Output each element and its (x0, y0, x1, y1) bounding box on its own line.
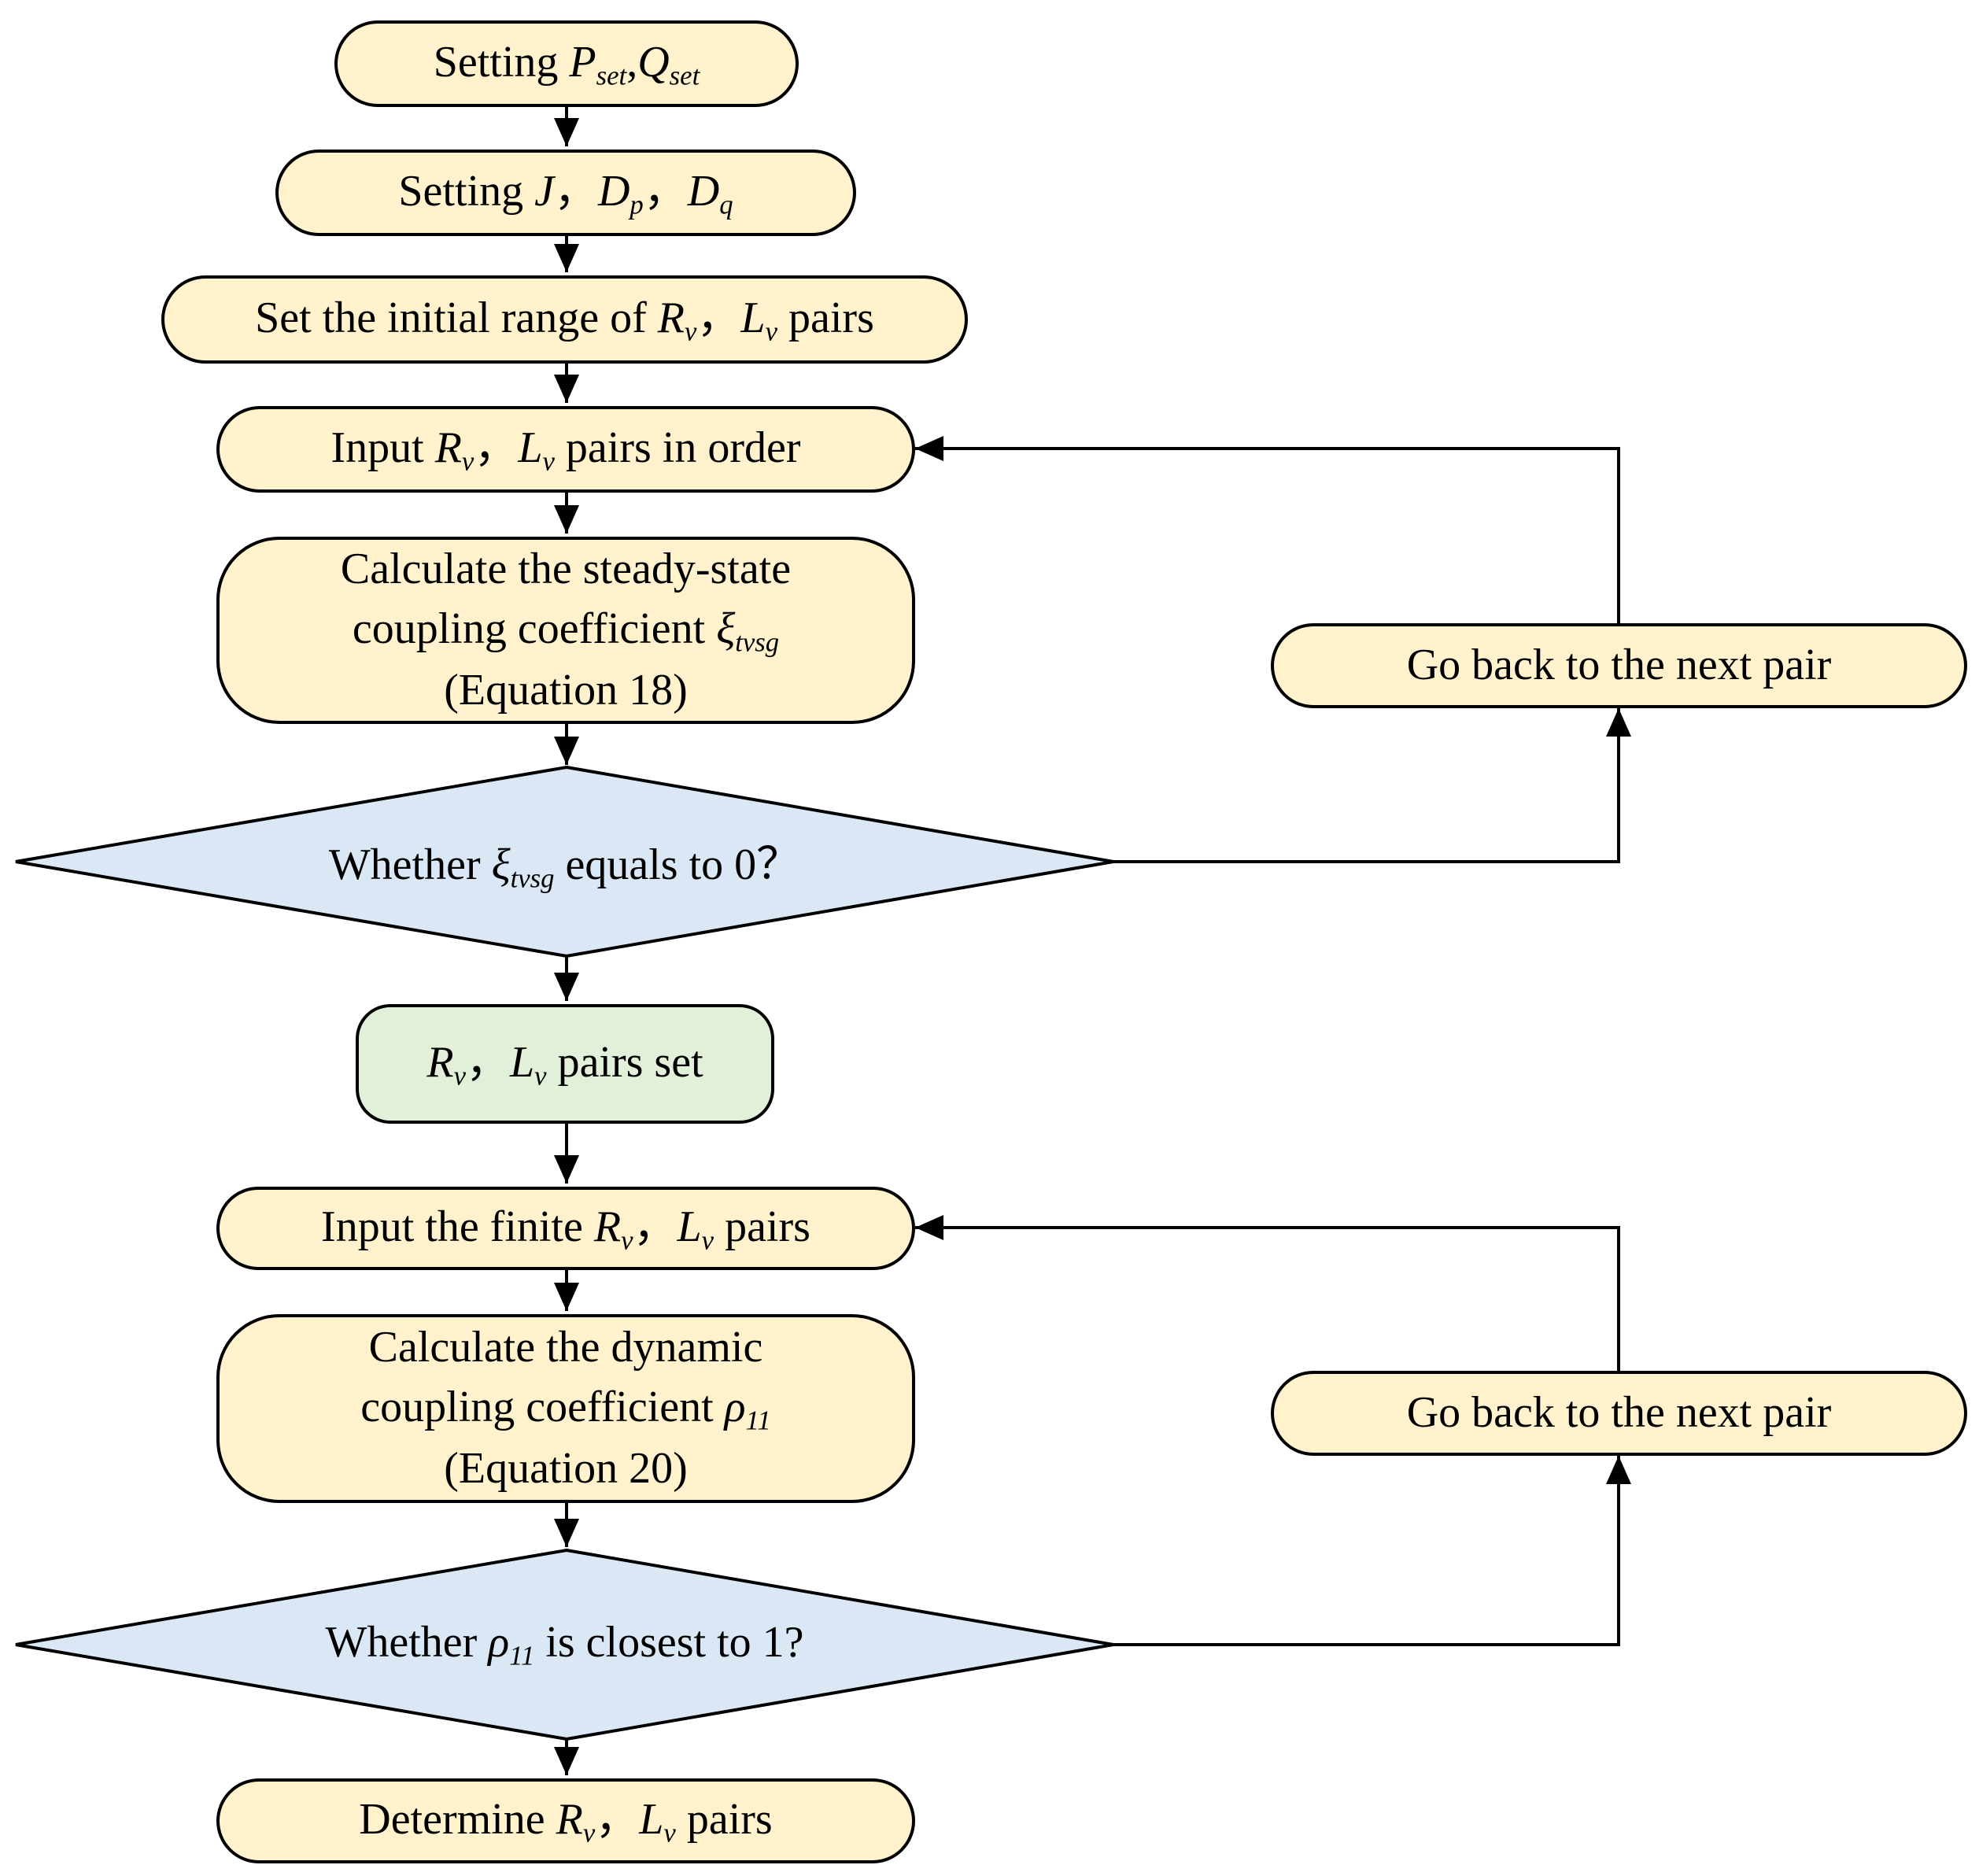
initial-range-prefix: Set the initial range of (255, 293, 658, 342)
l-symbol: L (518, 423, 543, 472)
loop-1-to-input (915, 436, 1620, 623)
calc-dynamic-line1: Calculate the dynamic (368, 1323, 763, 1372)
r-subscript: v (453, 1060, 466, 1091)
dp-subscript: p (630, 189, 644, 220)
whether-prefix: Whether (328, 840, 492, 890)
dq-symbol: D (687, 166, 720, 216)
q-symbol: Q (637, 37, 670, 87)
pairs-set-node: Rv，Lv pairs set (356, 1004, 774, 1124)
r-symbol: R (657, 293, 685, 342)
decision-rho-suffix: is closest to 1? (534, 1618, 804, 1667)
loop-2-to-goback (1113, 1456, 1631, 1646)
separator: ， (643, 166, 688, 216)
p-subscript: set (596, 60, 627, 91)
q-subscript: set (669, 60, 700, 91)
rho-subscript: 11 (745, 1405, 771, 1436)
separator: ， (466, 1037, 510, 1087)
setting-prefix: Setting (433, 37, 570, 87)
input-finite-node: Input the finite Rv，Lv pairs (216, 1187, 915, 1270)
calc-steady-line1: Calculate the steady-state (340, 545, 792, 594)
go-back-label-2: Go back to the next pair (1406, 1388, 1832, 1438)
calc-steady-equation: (Equation 18) (444, 666, 688, 715)
separator: ， (633, 1202, 678, 1251)
determine-prefix: Determine (359, 1794, 556, 1844)
loop-2-to-input (915, 1215, 1620, 1371)
input-prefix: Input (330, 423, 435, 472)
input-finite-suffix: pairs (714, 1202, 810, 1251)
decision-xi-suffix: equals to 0？ (554, 840, 801, 890)
separator: ， (696, 293, 741, 342)
whether-prefix: Whether (325, 1618, 489, 1667)
calc-dynamic-line2: coupling coefficient (360, 1382, 725, 1431)
r-symbol: R (426, 1037, 454, 1087)
separator: , (626, 37, 638, 87)
calc-dynamic-equation: (Equation 20) (444, 1444, 688, 1494)
calc-steady-node: Calculate the steady-state coupling coef… (216, 537, 915, 724)
r-subscript: v (582, 1817, 596, 1848)
separator: ， (553, 166, 598, 216)
calc-steady-line2: coupling coefficient (352, 604, 717, 653)
l-subscript: v (663, 1817, 676, 1848)
rho-symbol: ρ (488, 1618, 510, 1667)
dp-symbol: D (597, 166, 630, 216)
separator: ， (595, 1794, 640, 1844)
go-back-label-1: Go back to the next pair (1406, 641, 1832, 690)
j-symbol: J (534, 166, 554, 216)
r-symbol: R (556, 1794, 583, 1844)
initial-range-node: Set the initial range of Rv，Lv pairs (161, 275, 968, 364)
xi-symbol: ξ (716, 604, 736, 653)
initial-range-suffix: pairs (777, 293, 874, 342)
loop-1-to-goback (1113, 708, 1631, 863)
input-pairs-node: Input Rv，Lv pairs in order (216, 406, 915, 493)
rho-subscript: 11 (509, 1640, 535, 1671)
r-symbol: R (593, 1202, 622, 1251)
l-subscript: v (542, 445, 555, 477)
r-subscript: v (461, 445, 474, 477)
decision-xi-label: Whether ξtvsg equals to 0？ (16, 814, 1113, 909)
r-symbol: R (434, 423, 462, 472)
separator: ， (474, 423, 519, 472)
l-subscript: v (534, 1060, 547, 1091)
r-subscript: v (621, 1224, 633, 1256)
calc-dynamic-node: Calculate the dynamic coupling coefficie… (216, 1314, 915, 1503)
xi-symbol: ξ (491, 840, 511, 890)
input-finite-prefix: Input the finite (321, 1202, 594, 1251)
go-back-node-1: Go back to the next pair (1271, 623, 1967, 708)
determine-suffix: pairs (675, 1794, 773, 1844)
setting-p-q-node: Setting Pset,Qset (334, 20, 799, 107)
pairs-set-suffix: pairs set (546, 1037, 703, 1087)
r-subscript: v (685, 316, 697, 347)
l-subscript: v (701, 1224, 714, 1256)
p-symbol: P (569, 37, 596, 87)
setting-prefix: Setting (398, 166, 535, 216)
l-symbol: L (510, 1037, 535, 1087)
xi-subscript: tvsg (510, 862, 555, 894)
l-subscript: v (765, 316, 777, 347)
determine-node: Determine Rv，Lv pairs (216, 1778, 915, 1863)
dq-subscript: q (719, 189, 733, 220)
xi-subscript: tvsg (735, 626, 780, 658)
l-symbol: L (740, 293, 766, 342)
input-suffix: pairs in order (554, 423, 801, 472)
l-symbol: L (639, 1794, 664, 1844)
setting-j-node: Setting J，Dp，Dq (275, 150, 856, 236)
l-symbol: L (677, 1202, 702, 1251)
rho-symbol: ρ (724, 1382, 746, 1431)
go-back-node-2: Go back to the next pair (1271, 1371, 1967, 1456)
decision-rho-label: Whether ρ11 is closest to 1? (16, 1597, 1113, 1692)
